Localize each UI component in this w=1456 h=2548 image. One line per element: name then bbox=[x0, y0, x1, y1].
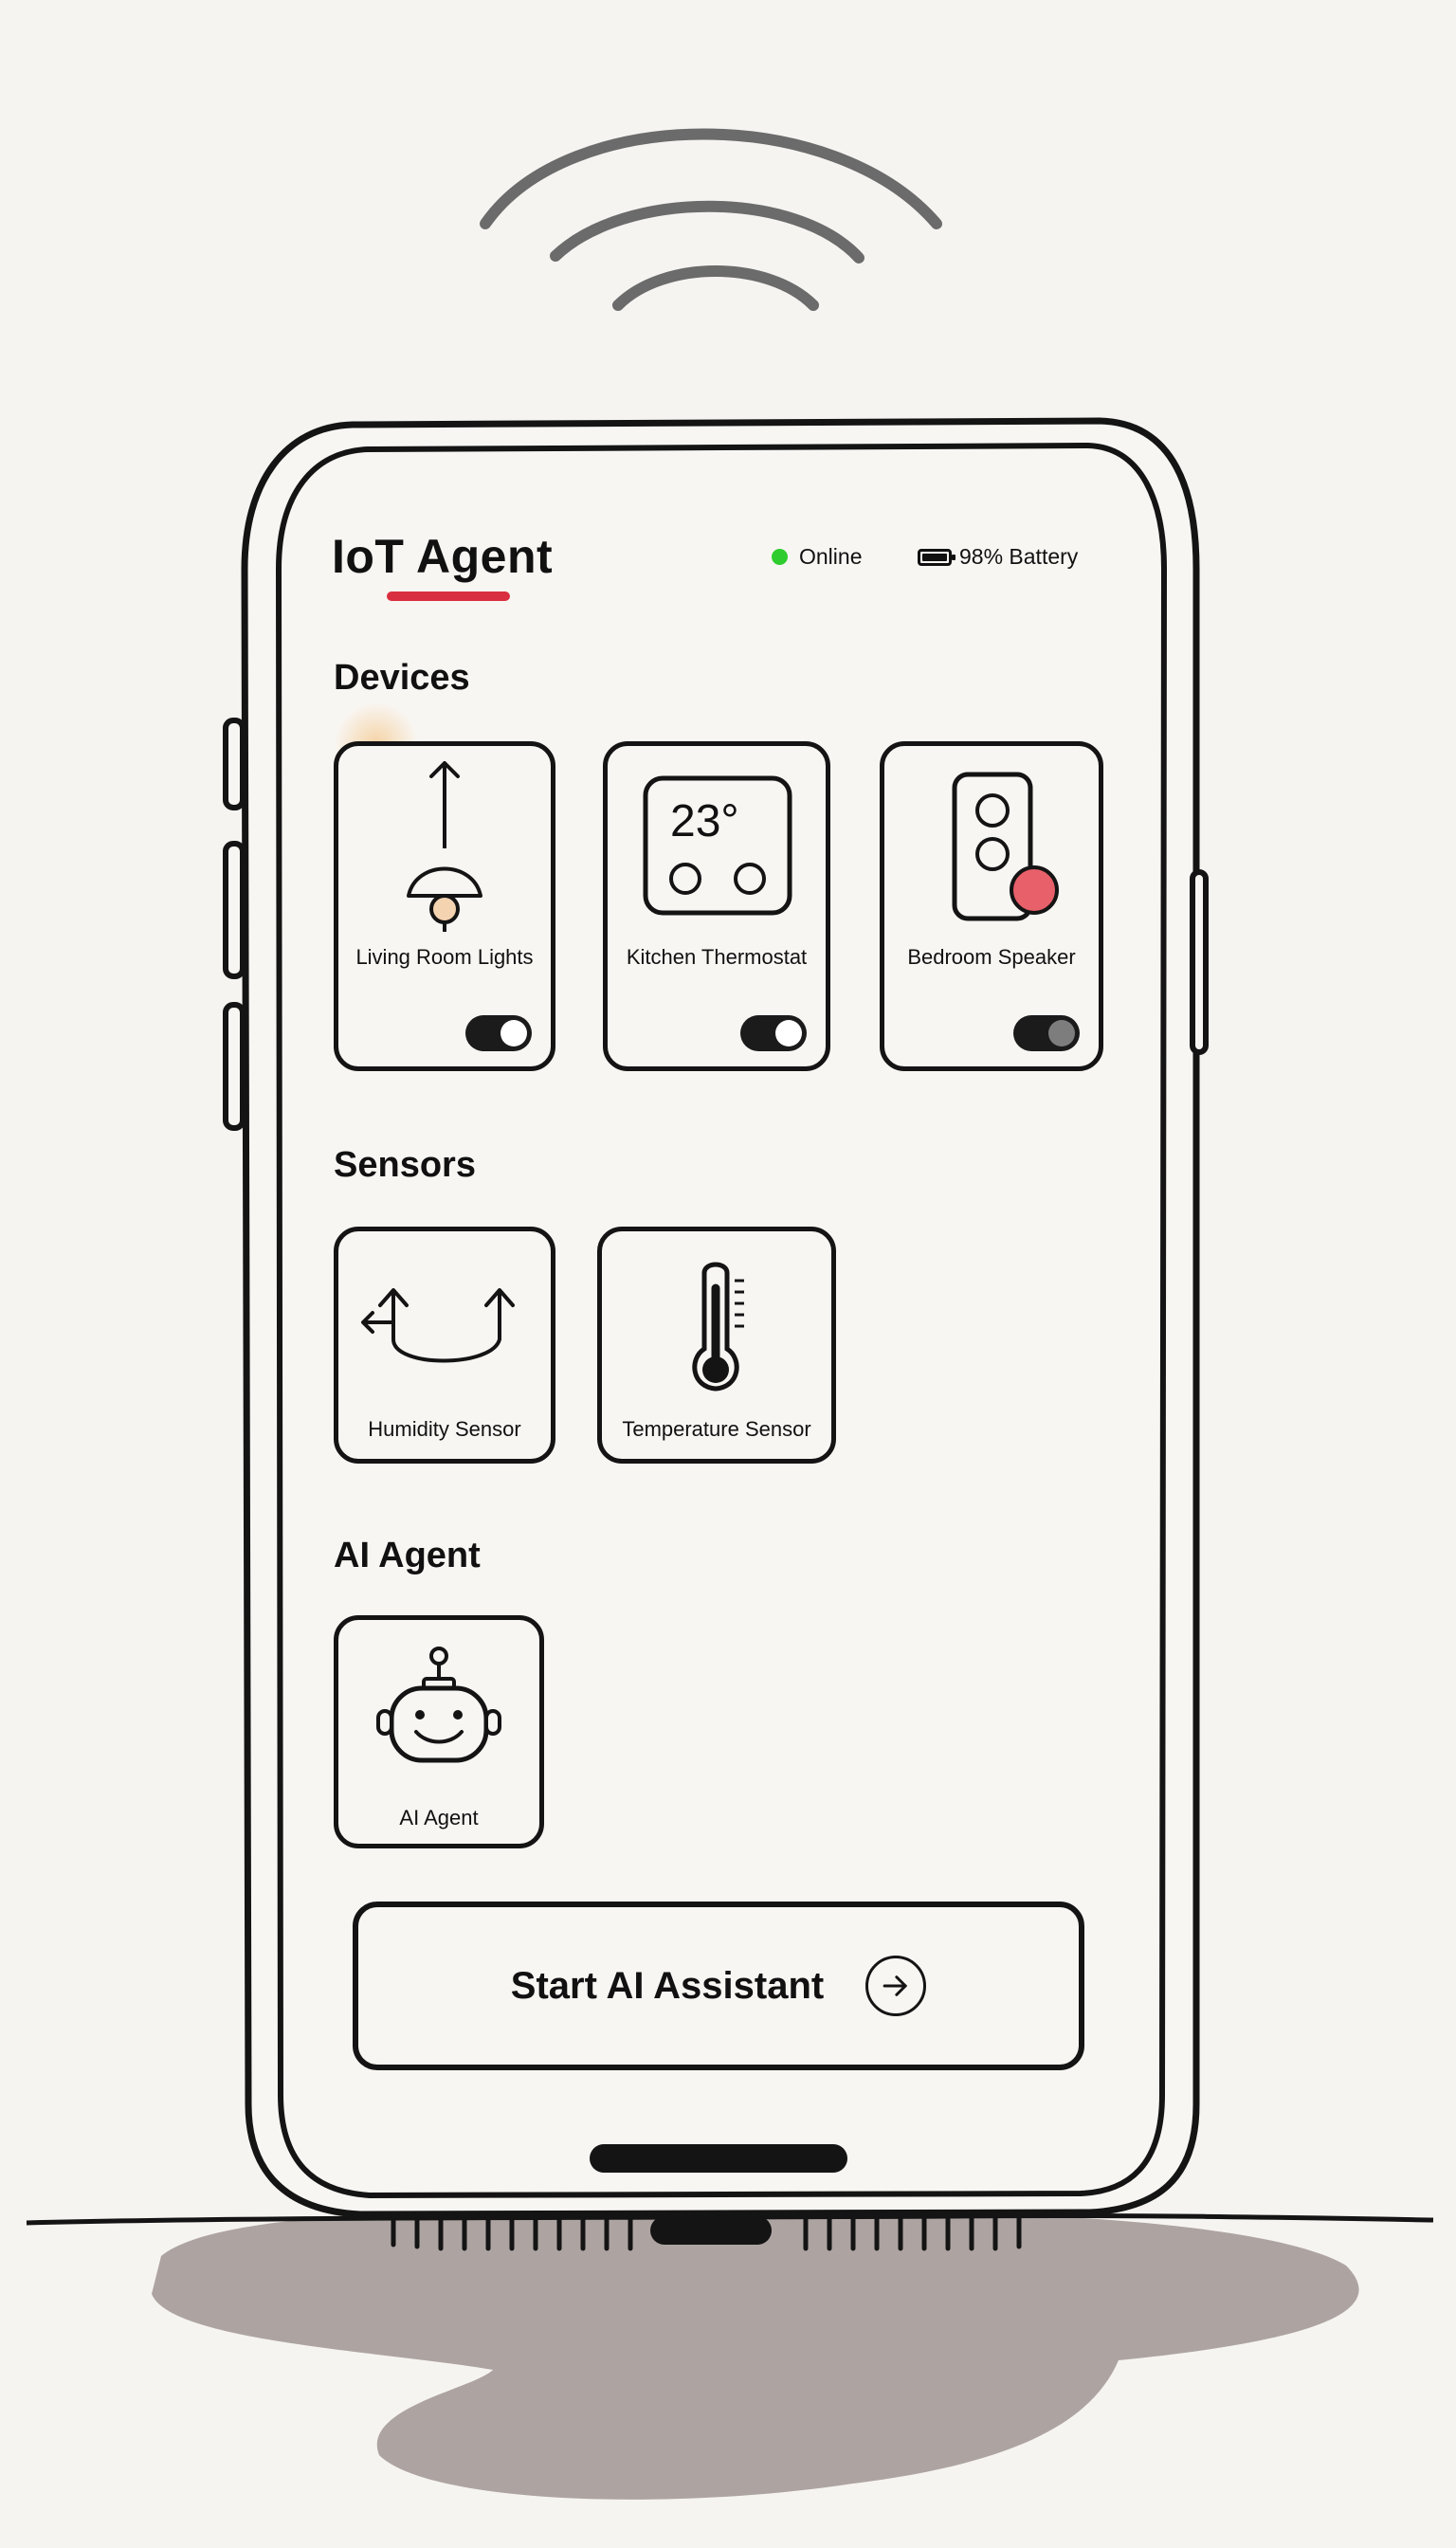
online-dot-icon bbox=[772, 549, 788, 565]
thermometer-icon bbox=[692, 1262, 744, 1392]
device-tile-kitchen-thermostat[interactable]: 23° Kitchen Thermostat bbox=[603, 741, 830, 1071]
connection-status: Online bbox=[772, 544, 862, 570]
volume-button-low bbox=[223, 1002, 246, 1131]
toggle-living-room-lights[interactable] bbox=[465, 1015, 532, 1051]
agent-label: AI Agent bbox=[399, 1806, 479, 1829]
speaker-icon bbox=[952, 772, 1059, 921]
toggle-kitchen-thermostat[interactable] bbox=[740, 1015, 807, 1051]
start-ai-assistant-button[interactable]: Start AI Assistant bbox=[353, 1902, 1084, 2070]
sensor-tile-humidity[interactable]: Humidity Sensor bbox=[334, 1227, 555, 1464]
arrow-right-icon bbox=[865, 1956, 927, 2016]
home-indicator bbox=[590, 2144, 847, 2173]
power-button bbox=[1190, 869, 1209, 1055]
pendant-lamp-icon bbox=[407, 761, 482, 932]
floor-shadow bbox=[152, 2211, 1359, 2500]
section-title-ai-agent: AI Agent bbox=[334, 1536, 481, 1575]
section-title-sensors: Sensors bbox=[334, 1145, 476, 1185]
agent-tile[interactable]: AI Agent bbox=[334, 1615, 544, 1848]
speaker-grille bbox=[391, 2215, 1022, 2251]
phone-screen-edge bbox=[275, 442, 1168, 2199]
robot-icon bbox=[376, 1647, 501, 1763]
device-label: Living Room Lights bbox=[355, 945, 534, 969]
device-tile-living-room-lights[interactable]: Living Room Lights bbox=[334, 741, 555, 1071]
start-ai-assistant-label: Start AI Assistant bbox=[510, 1964, 825, 2007]
sensor-label: Temperature Sensor bbox=[622, 1417, 811, 1441]
volume-button-mid bbox=[223, 841, 246, 979]
volume-button-top bbox=[223, 718, 246, 810]
thermostat-reading: 23° bbox=[670, 796, 739, 846]
status-label: Online bbox=[799, 544, 863, 569]
battery-icon bbox=[918, 548, 956, 566]
humidity-arrows-icon bbox=[361, 1288, 515, 1363]
device-label: Kitchen Thermostat bbox=[626, 945, 808, 969]
device-tile-bedroom-speaker[interactable]: Bedroom Speaker bbox=[880, 741, 1103, 1071]
title-underline bbox=[387, 592, 510, 601]
sensor-tile-temperature[interactable]: Temperature Sensor bbox=[597, 1227, 836, 1464]
page-title: IoT Agent bbox=[332, 530, 554, 583]
battery-label: 98% Battery bbox=[959, 544, 1079, 569]
device-label: Bedroom Speaker bbox=[907, 945, 1076, 969]
section-title-devices: Devices bbox=[334, 658, 470, 698]
battery-status: 98% Battery bbox=[918, 544, 1078, 570]
charging-port bbox=[650, 2216, 772, 2245]
wifi-signal-icon bbox=[480, 128, 942, 311]
toggle-bedroom-speaker[interactable] bbox=[1013, 1015, 1080, 1051]
thermostat-icon bbox=[643, 775, 792, 916]
sensor-label: Humidity Sensor bbox=[368, 1417, 521, 1441]
